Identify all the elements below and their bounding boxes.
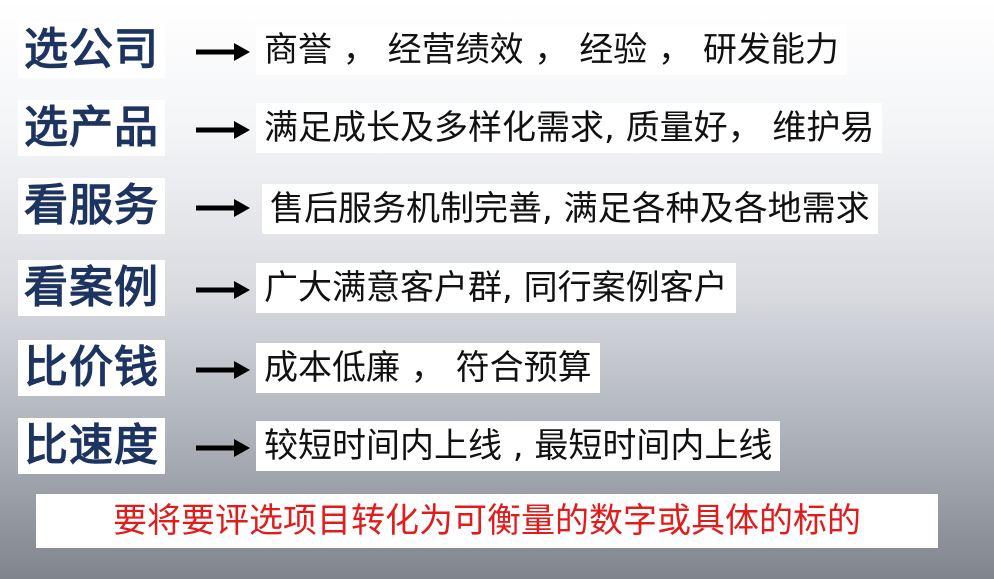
criteria-label: 选产品 xyxy=(18,100,165,156)
criteria-row-product: 选产品 满足成长及多样化需求, 质量好， 维护易 xyxy=(0,96,994,166)
right-arrow-icon xyxy=(196,121,250,139)
criteria-description: 较短时间内上线 , 最短时间内上线 xyxy=(256,421,781,471)
right-arrow-icon xyxy=(196,361,250,379)
criteria-description: 满足成长及多样化需求, 质量好， 维护易 xyxy=(256,103,883,153)
criteria-description: 广大满意客户群, 同行案例客户 xyxy=(256,263,736,313)
right-arrow-icon xyxy=(196,43,250,61)
criteria-label: 比速度 xyxy=(18,418,165,474)
criteria-description: 售后服务机制完善, 满足各种及各地需求 xyxy=(262,184,878,234)
right-arrow-icon xyxy=(196,199,250,217)
conclusion-text: 要将要评选项目转化为可衡量的数字或具体的标的 xyxy=(36,494,938,548)
criteria-row-service: 看服务 售后服务机制完善, 满足各种及各地需求 xyxy=(0,174,994,244)
criteria-row-company: 选公司 商誉 ， 经营绩效 ， 经验 ， 研发能力 xyxy=(0,18,994,88)
criteria-row-speed: 比速度 较短时间内上线 , 最短时间内上线 xyxy=(0,414,994,484)
criteria-label: 比价钱 xyxy=(18,340,165,396)
criteria-row-price: 比价钱 成本低廉 ， 符合预算 xyxy=(0,336,994,406)
right-arrow-icon xyxy=(196,281,250,299)
criteria-row-cases: 看案例 广大满意客户群, 同行案例客户 xyxy=(0,256,994,326)
criteria-label: 看服务 xyxy=(18,178,165,234)
right-arrow-icon xyxy=(196,439,250,457)
criteria-description: 商誉 ， 经营绩效 ， 经验 ， 研发能力 xyxy=(256,25,847,75)
criteria-label: 看案例 xyxy=(18,260,165,316)
criteria-description: 成本低廉 ， 符合预算 xyxy=(256,343,600,393)
criteria-label: 选公司 xyxy=(18,22,165,78)
